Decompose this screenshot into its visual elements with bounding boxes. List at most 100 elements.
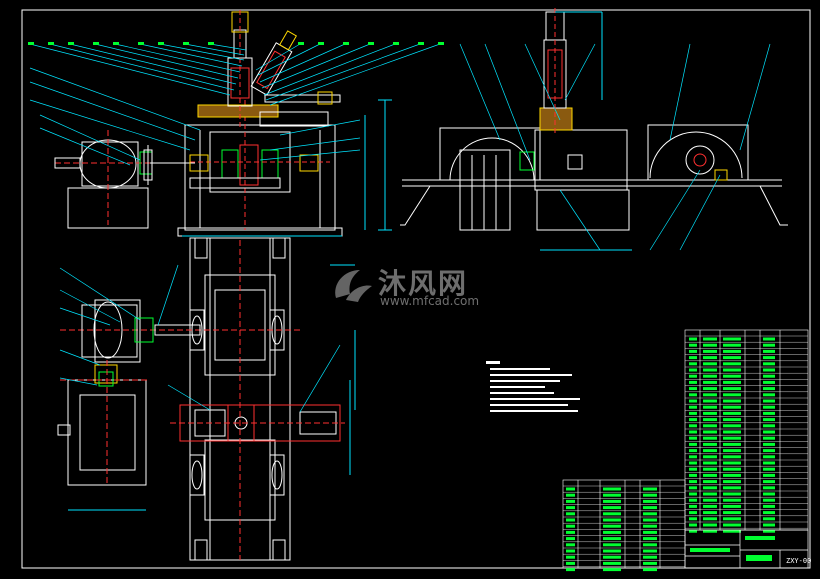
bom-cell-text [603, 512, 621, 516]
bom-cell-text [689, 486, 697, 490]
bom-cell-text [763, 380, 775, 384]
bom-cell-text [643, 530, 657, 534]
bom-cell-text [689, 411, 697, 415]
bom-cell-text [723, 461, 741, 465]
part-numbers-front [28, 42, 444, 45]
bom-cell-text [703, 399, 717, 403]
bom-cell-text [566, 561, 575, 565]
bom-cell-text [703, 498, 717, 502]
bom-cell-text [689, 337, 697, 341]
bom-cell-text [723, 337, 741, 341]
bom-cell-text [703, 411, 717, 415]
bom-cell-text [763, 486, 775, 490]
bom-cell-text [689, 362, 697, 366]
bom-cell-text [689, 368, 697, 372]
bom-cell-text [689, 374, 697, 378]
bom-cell-text [763, 498, 775, 502]
bom-cell-text [703, 362, 717, 366]
bom-cell-text [723, 504, 741, 508]
part-leaders-front [29, 43, 441, 166]
bom-cell-text [763, 424, 775, 428]
bom-cell-text [723, 380, 741, 384]
bom-cell-text [689, 430, 697, 434]
bom-cell-text [703, 424, 717, 428]
bom-cell-text [723, 467, 741, 471]
bom-cell-text [689, 523, 697, 527]
bom-cell-text [603, 537, 621, 541]
bom-cell-text [723, 399, 741, 403]
bom-cell-text [689, 442, 697, 446]
bom-cell-text [763, 430, 775, 434]
watermark-cn: 沐风网 [378, 267, 469, 300]
bom-cell-text [703, 529, 717, 533]
bom-cell-text [689, 380, 697, 384]
bom-cell-text [643, 537, 657, 541]
bom-cell-text [689, 343, 697, 347]
bom-cell-text [703, 449, 717, 453]
bom-cell-text [723, 517, 741, 521]
bom-cell-text [703, 461, 717, 465]
bom-cell-text [603, 487, 621, 491]
bom-cell-text [723, 387, 741, 391]
bom-cell-text [703, 486, 717, 490]
bom-cell-text [723, 529, 741, 533]
bom-cell-text [703, 380, 717, 384]
bom-cell-text [643, 561, 657, 565]
bom-cell-text [643, 487, 657, 491]
bom-cell-text [723, 511, 741, 515]
title-block [684, 529, 809, 569]
bom-cell-text [723, 411, 741, 415]
bom-cell-text [763, 467, 775, 471]
bom-cell-text [643, 555, 657, 559]
bom-cell-text [723, 455, 741, 459]
bom-cell-text [723, 480, 741, 484]
bom-cell-text [703, 368, 717, 372]
bom-cell-text [763, 368, 775, 372]
bom-cell-text [763, 461, 775, 465]
bom-cell-text [643, 543, 657, 547]
bom-cell-text [723, 486, 741, 490]
bom-cell-text [763, 387, 775, 391]
bom-cell-text [566, 506, 575, 510]
bom-cell-text [689, 498, 697, 502]
bom-cell-text [603, 530, 621, 534]
bom-cell-text [603, 568, 621, 572]
bom-cell-text [643, 512, 657, 516]
bom-cell-text [643, 506, 657, 510]
bom-cell-text [763, 399, 775, 403]
bom-cell-text [723, 492, 741, 496]
bom-cell-text [763, 356, 775, 360]
bom-cell-text [723, 498, 741, 502]
drawing-code: ZXY-00 [786, 557, 811, 565]
bom-cell-text [723, 374, 741, 378]
bom-cell-text [723, 368, 741, 372]
bom-cell-text [603, 543, 621, 547]
bom-cell-text [703, 337, 717, 341]
bom-cell-text [703, 405, 717, 409]
bom-cell-text [703, 473, 717, 477]
bom-cell-text [703, 480, 717, 484]
bom-cell-text [566, 524, 575, 528]
bom-cell-text [723, 343, 741, 347]
bom-cell-text [566, 512, 575, 516]
bom-cell-text [703, 387, 717, 391]
bom-cell-text [603, 561, 621, 565]
bom-cell-text [763, 523, 775, 527]
bom-cell-text [689, 517, 697, 521]
sheet-border [21, 9, 811, 569]
bom-cell-text [763, 473, 775, 477]
bom-cell-text [763, 442, 775, 446]
bom-cell-text [703, 511, 717, 515]
bom-cell-text [643, 493, 657, 497]
bom-cell-text [603, 506, 621, 510]
bom-cell-text [703, 418, 717, 422]
bom-cell-text [723, 405, 741, 409]
bom-cell-text [723, 449, 741, 453]
bom-cell-text [763, 436, 775, 440]
bom-cell-text [723, 356, 741, 360]
bom-cell-text [603, 524, 621, 528]
bom-cell-text [689, 511, 697, 515]
side-view [400, 8, 788, 251]
bom-cell-text [763, 504, 775, 508]
